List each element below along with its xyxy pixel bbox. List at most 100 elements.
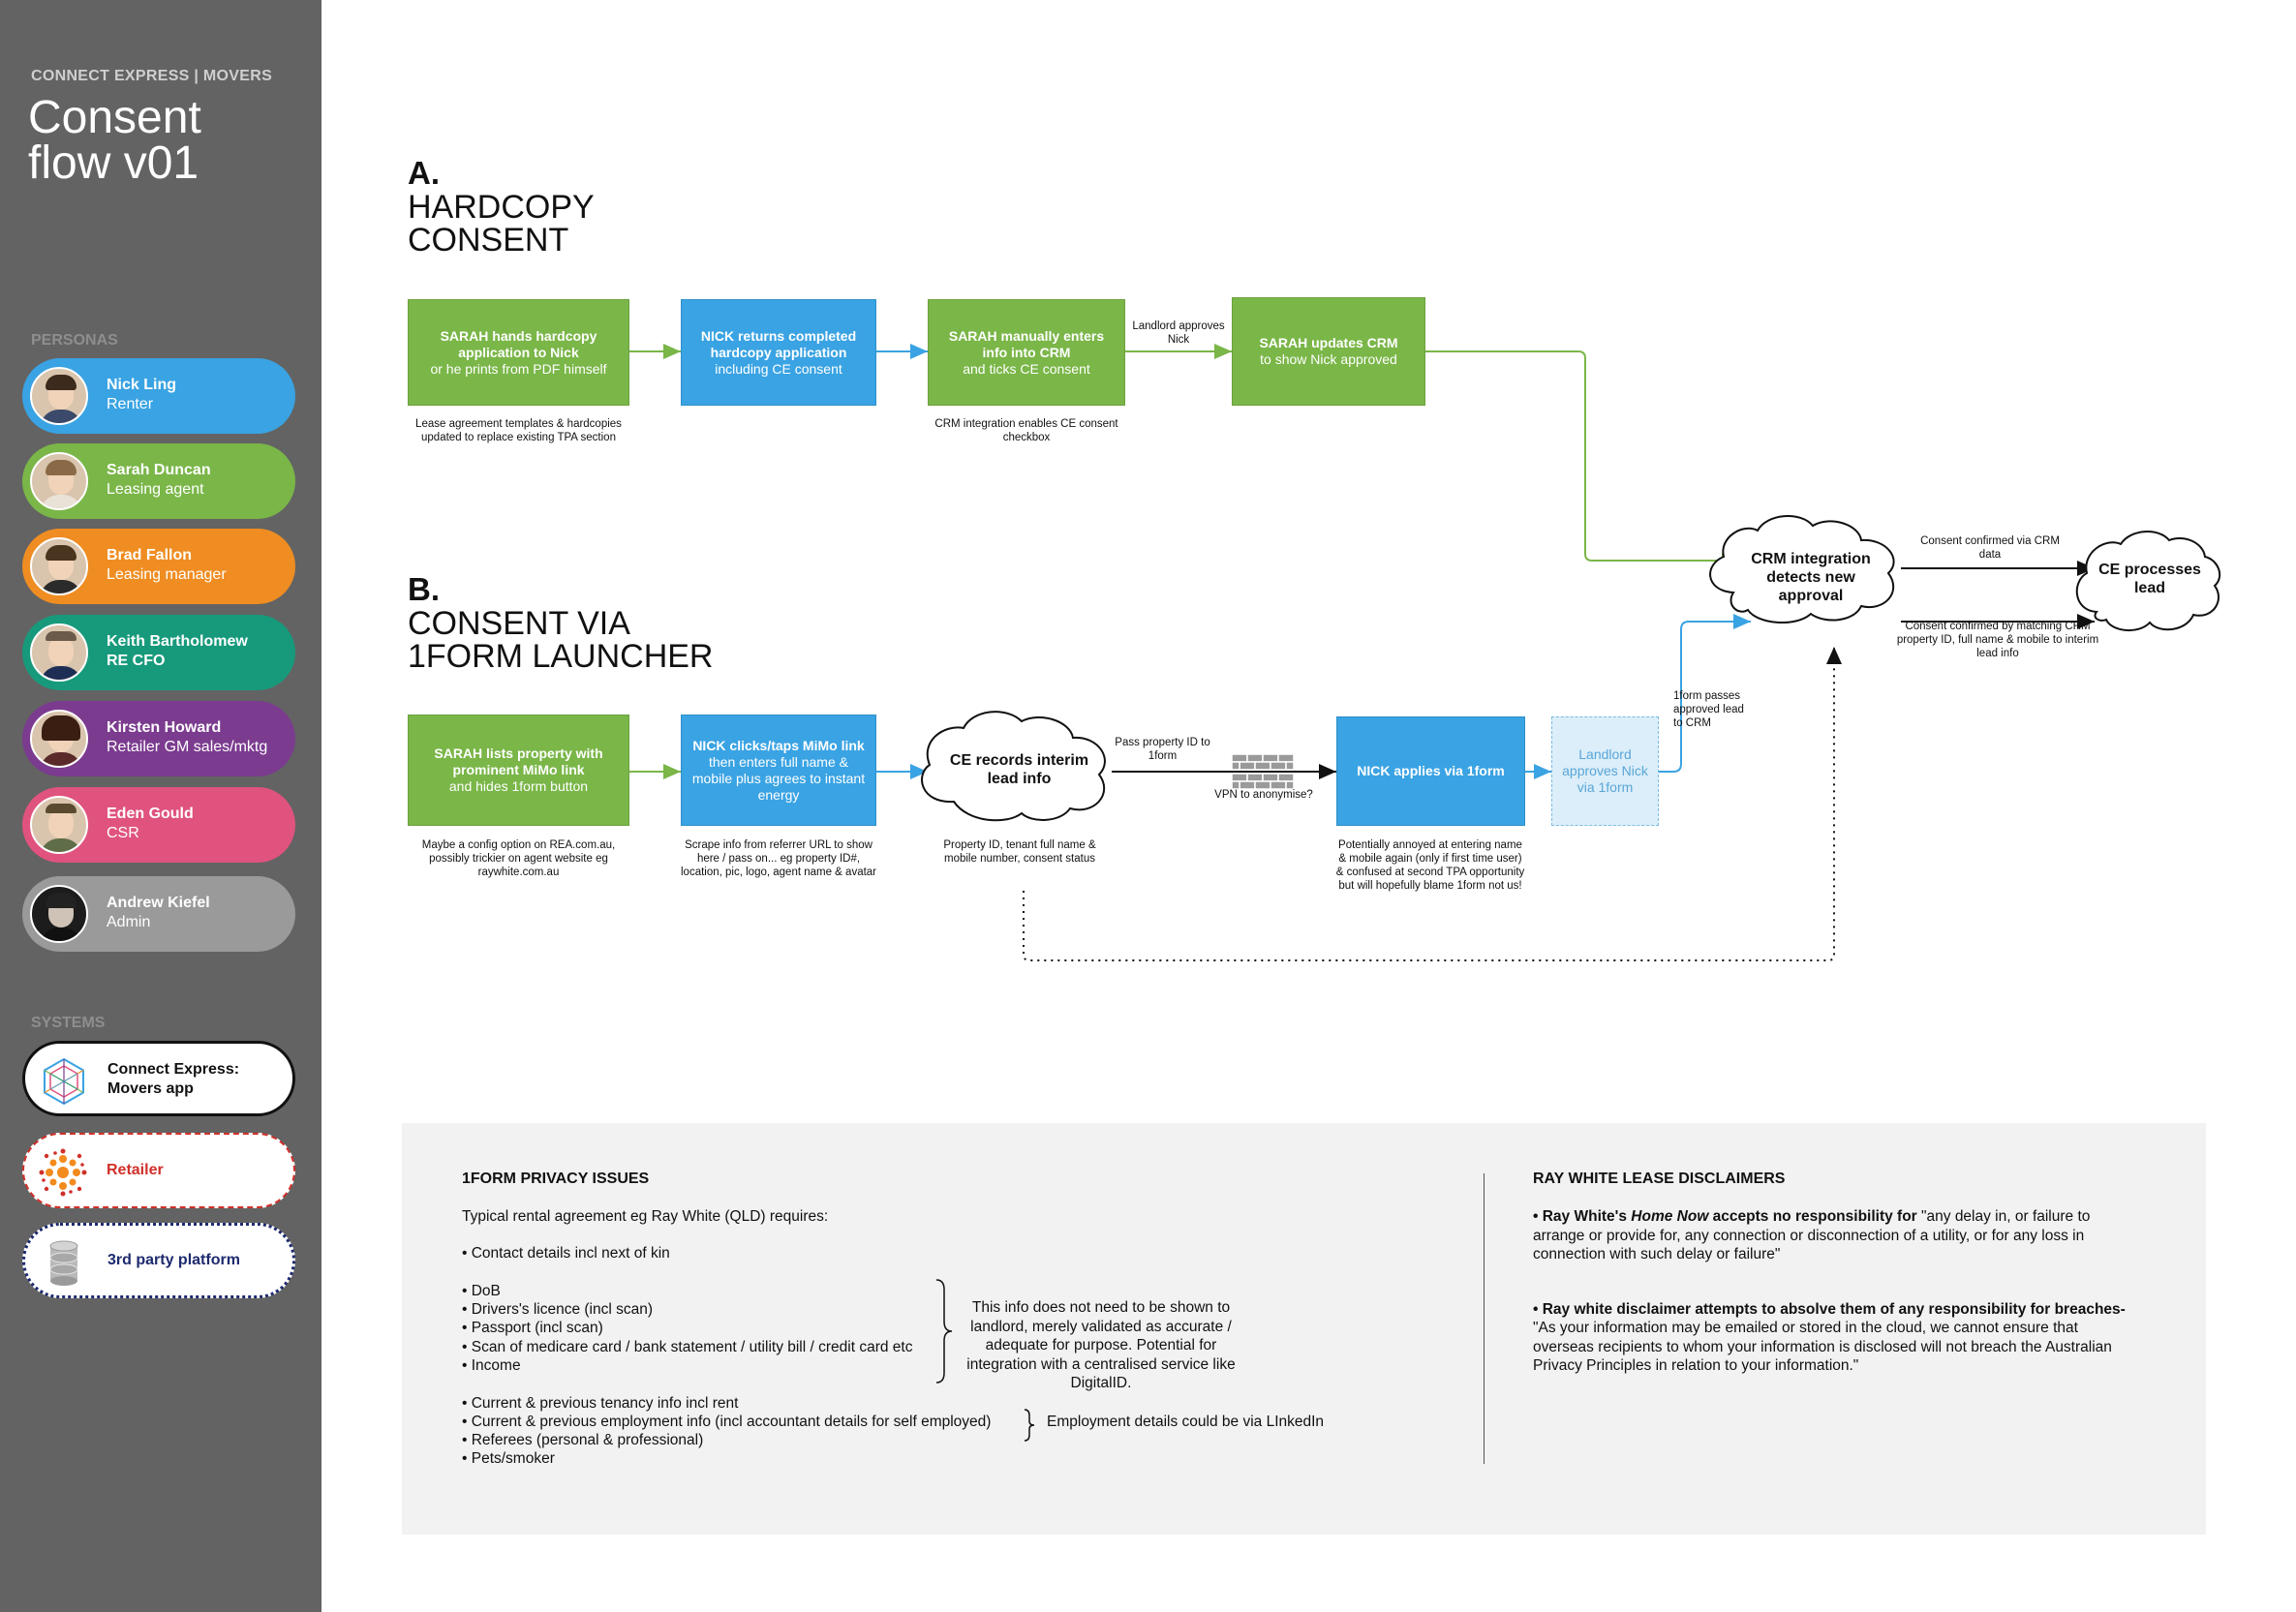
privacy-item: • Referees (personal & professional)	[462, 1432, 704, 1448]
disclaimers-heading: RAY WHITE LEASE DISCLAIMERS	[1533, 1171, 1786, 1187]
step-a2-box[interactable]: NICK returns completed hardcopy applicat…	[681, 299, 876, 406]
step-text: then enters full name & mobile plus agre…	[691, 753, 866, 803]
privacy-item: • Scan of medicare card / bank statement…	[462, 1339, 913, 1355]
disclaimer-1-italic: Home Now	[1631, 1208, 1709, 1225]
persona-role: Leasing agent	[107, 481, 204, 498]
info-panel: 1FORM PRIVACY ISSUES Typical rental agre…	[402, 1123, 2206, 1535]
step-bold: SARAH updates CRM	[1259, 335, 1398, 350]
persona-name: Brad Fallon	[107, 547, 193, 563]
step-text: or he prints from PDF himself	[430, 360, 607, 377]
note-a1: Lease agreement templates & hardcopies u…	[415, 418, 622, 443]
system-3rd-party-platform[interactable]: 3rd party platform	[22, 1223, 295, 1298]
avatar	[30, 885, 88, 943]
disclaimer-1-bold: accepts no responsibility for	[1708, 1208, 1922, 1225]
step-b2-box[interactable]: NICK clicks/taps MiMo link then enters f…	[681, 715, 876, 826]
system-label-line2: Movers app	[107, 1080, 194, 1097]
avatar	[30, 367, 88, 425]
privacy-item: • Income	[462, 1357, 521, 1374]
dots-burst-icon	[39, 1148, 87, 1197]
label-1form-passes: 1form passes approved lead to CRM	[1673, 690, 1744, 729]
label-landlord-approves: Landlord approves Nick	[1132, 320, 1225, 346]
disclaimer-1-prefix: • Ray White's	[1533, 1208, 1632, 1225]
section-a-title-line1: HARDCOPY	[408, 189, 595, 226]
privacy-group1-note: This info does not need to be shown to l…	[966, 1299, 1236, 1391]
cloud-crm-shape	[1709, 514, 1895, 624]
cloud-ce-records-shape	[921, 711, 1106, 822]
step-bold: SARAH lists property with prominent MiMo…	[434, 745, 603, 777]
page-title: Consent flow v01	[28, 92, 201, 189]
disclaimer-1-quote: "any delay in, or failure to arrange or …	[1533, 1208, 2091, 1262]
note-b-cloud: Property ID, tenant full name & mobile n…	[943, 839, 1096, 865]
privacy-contact: • Contact details incl next of kin	[462, 1245, 670, 1262]
privacy-group2-note: Employment details could be via LInkedIn	[1047, 1414, 1325, 1430]
note-b2: Scrape info from referrer URL to show he…	[681, 839, 877, 878]
privacy-item: • Passport (incl scan)	[462, 1320, 603, 1336]
section-b-title-line1: CONSENT VIA	[408, 605, 630, 642]
step-a3-box[interactable]: SARAH manually enters info into CRM and …	[928, 299, 1125, 406]
avatar	[30, 452, 88, 510]
disclaimer-2-bold: • Ray white disclaimer attempts to absol…	[1533, 1301, 2126, 1318]
persona-nick-ling[interactable]: Nick Ling Renter	[22, 358, 295, 434]
privacy-item: • Drivers's licence (incl scan)	[462, 1301, 654, 1318]
step-bold: NICK returns completed hardcopy applicat…	[700, 327, 857, 360]
disclaimer-item-1: • Ray White's Home Now accepts no respon…	[1533, 1207, 2104, 1264]
persona-name: Keith Bartholomew	[107, 633, 248, 650]
label-consent-crm-data: Consent confirmed via CRM data	[1920, 535, 2060, 561]
label-consent-matching: Consent confirmed by matching CRM proper…	[1896, 621, 2099, 659]
arrow-a-to-crm	[1425, 350, 1739, 568]
vpn-wall-icon	[1231, 753, 1295, 790]
system-label: 3rd party platform	[107, 1252, 240, 1268]
privacy-item: • Current & previous tenancy info incl r…	[462, 1395, 739, 1412]
brand-label: CONNECT EXPRESS | MOVERS	[31, 68, 273, 84]
step-text: and hides 1form button	[448, 778, 589, 794]
step-b3-box[interactable]: NICK applies via 1form	[1336, 716, 1525, 826]
persona-sarah-duncan[interactable]: Sarah Duncan Leasing agent	[22, 443, 295, 519]
persona-role: Admin	[107, 914, 151, 930]
systems-heading: SYSTEMS	[31, 1015, 106, 1031]
persona-name: Eden Gould	[107, 806, 194, 822]
persona-role: Renter	[107, 396, 154, 412]
note-a3: CRM integration enables CE consent check…	[934, 418, 1118, 443]
note-b1: Maybe a config option on REA.com.au, pos…	[421, 839, 616, 878]
persona-role: CSR	[107, 825, 139, 841]
step-bold: NICK applies via 1form	[1357, 763, 1505, 778]
step-b4-box[interactable]: Landlord approves Nick via 1form	[1551, 716, 1659, 826]
section-b-title-line2: 1FORM LAUNCHER	[408, 638, 714, 675]
hexagon-network-icon	[44, 1057, 84, 1106]
privacy-heading: 1FORM PRIVACY ISSUES	[462, 1171, 650, 1187]
section-a-title-line2: CONSENT	[408, 222, 569, 259]
persona-keith-bartholomew[interactable]: Keith Bartholomew RE CFO	[22, 615, 295, 690]
personas-heading: PERSONAS	[31, 332, 118, 349]
persona-kirsten-howard[interactable]: Kirsten Howard Retailer GM sales/mktg	[22, 701, 295, 776]
step-bold: NICK clicks/taps MiMo link	[692, 737, 865, 753]
persona-name: Nick Ling	[107, 377, 177, 393]
avatar	[30, 796, 88, 854]
persona-name: Andrew Kiefel	[107, 895, 210, 911]
step-text: Landlord approves Nick via 1form	[1562, 746, 1648, 795]
step-text: and ticks CE consent	[963, 360, 1090, 377]
section-a-letter: A.	[408, 155, 440, 191]
step-a4-box[interactable]: SARAH updates CRM to show Nick approved	[1232, 297, 1425, 406]
persona-eden-gould[interactable]: Eden Gould CSR	[22, 787, 295, 863]
system-retailer[interactable]: Retailer	[22, 1133, 295, 1208]
sidebar: CONNECT EXPRESS | MOVERS Consent flow v0…	[0, 0, 321, 1612]
cloud-ce-label: CE processes lead	[2098, 562, 2201, 596]
step-b1-box[interactable]: SARAH lists property with prominent MiMo…	[408, 715, 629, 826]
privacy-item: • Current & previous employment info (in…	[462, 1414, 992, 1430]
avatar	[30, 710, 88, 768]
cloud-ce-records-label: CE records interim lead info	[949, 752, 1089, 787]
privacy-item: • Pets/smoker	[462, 1450, 555, 1467]
system-connect-express[interactable]: Connect Express: Movers app	[22, 1041, 295, 1116]
persona-andrew-kiefel[interactable]: Andrew Kiefel Admin	[22, 876, 295, 952]
privacy-intro: Typical rental agreement eg Ray White (Q…	[462, 1208, 829, 1225]
step-text: including CE consent	[715, 360, 842, 377]
step-a1-box[interactable]: SARAH hands hardcopy application to Nick…	[408, 299, 629, 406]
disclaimer-2-quote: "As your information may be emailed or s…	[1533, 1320, 2112, 1374]
step-text: to show Nick approved	[1260, 351, 1397, 367]
system-label: Connect Express:	[107, 1061, 240, 1078]
persona-role: Leasing manager	[107, 566, 227, 583]
persona-brad-fallon[interactable]: Brad Fallon Leasing manager	[22, 529, 295, 604]
persona-role: Retailer GM sales/mktg	[107, 739, 268, 755]
avatar	[30, 624, 88, 682]
